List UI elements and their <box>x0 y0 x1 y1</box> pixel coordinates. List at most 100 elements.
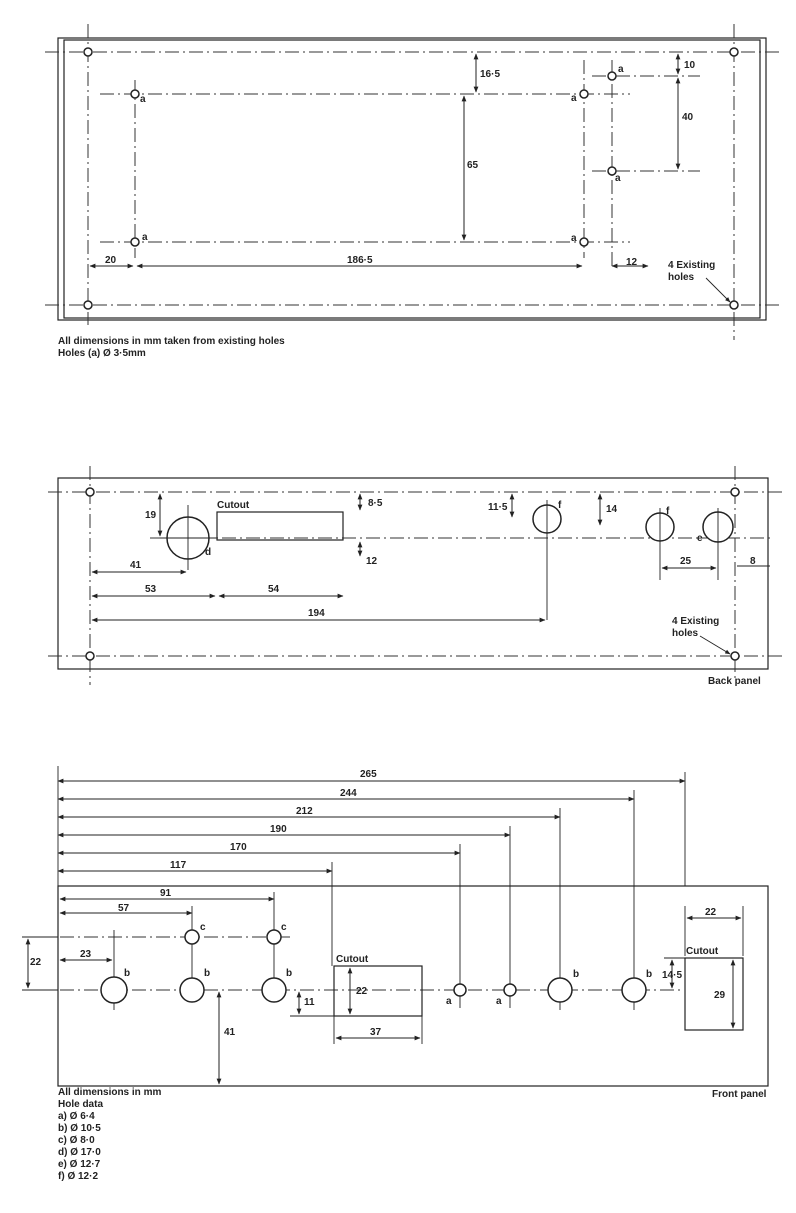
hole-b <box>547 977 573 1003</box>
hole-label: b <box>204 968 210 979</box>
back-panel-outline <box>57 477 769 670</box>
hole-b <box>261 977 287 1003</box>
dim-label: 53 <box>145 584 157 595</box>
dim-label: 265 <box>360 769 377 780</box>
dim-label: 16·5 <box>480 69 500 80</box>
dim-label: 22 <box>30 957 42 968</box>
panel-title: Back panel <box>708 676 761 687</box>
dim-label: 65 <box>467 160 479 171</box>
dim-label: 41 <box>130 560 142 571</box>
dim-label: 170 <box>230 842 247 853</box>
dim-label: 117 <box>170 860 187 871</box>
leader-line <box>705 277 731 303</box>
hole-label: a <box>571 93 577 104</box>
existing-hole <box>85 651 95 661</box>
hole-a <box>130 89 140 99</box>
dim-label: 20 <box>105 255 117 266</box>
dim-label: 22 <box>356 986 368 997</box>
hole-label: b <box>124 968 130 979</box>
dim-label: 8·5 <box>368 498 383 509</box>
dim-label: 19 <box>145 510 157 521</box>
dim-label: 12 <box>626 257 638 268</box>
existing-holes-note: 4 Existing <box>668 260 715 271</box>
existing-holes-note: holes <box>668 272 695 283</box>
hole-a <box>453 983 467 997</box>
cutout-label: Cutout <box>686 946 719 957</box>
hole-label: f <box>558 500 562 511</box>
hole-label: a <box>142 232 148 243</box>
hole-b <box>179 977 205 1003</box>
hole-c <box>266 929 282 945</box>
hole-label: b <box>286 968 292 979</box>
hole-a <box>579 237 589 247</box>
hole-label: a <box>446 996 452 1007</box>
dim-label: 10 <box>684 60 696 71</box>
top-note: Holes (a) Ø 3·5mm <box>58 348 146 359</box>
existing-hole <box>730 487 740 497</box>
hole-data-row: f) Ø 12·2 <box>58 1171 98 1182</box>
hole-a <box>607 166 617 176</box>
dim-label: 12 <box>366 556 378 567</box>
existing-hole <box>85 487 95 497</box>
dim-label: 29 <box>714 990 726 1001</box>
dim-label: 22 <box>705 907 717 918</box>
dim-label: 8 <box>750 556 756 567</box>
hole-a <box>579 89 589 99</box>
panel-title: Front panel <box>712 1089 767 1100</box>
dim-label: 23 <box>80 949 92 960</box>
dim-label: 37 <box>370 1027 382 1038</box>
hole-label: a <box>496 996 502 1007</box>
hole-label: b <box>573 969 579 980</box>
cutout-label: Cutout <box>336 954 369 965</box>
existing-hole <box>83 300 93 310</box>
hole-label: b <box>646 969 652 980</box>
dim-label: 41 <box>224 1027 236 1038</box>
dim-label: 14 <box>606 504 618 515</box>
dim-label: 14·5 <box>662 970 682 981</box>
dim-label: 91 <box>160 888 172 899</box>
existing-hole <box>729 300 739 310</box>
hole-label: c <box>200 922 206 933</box>
hole-label: c <box>281 922 287 933</box>
hole-label: a <box>140 94 146 105</box>
hole-data-row: d) Ø 17·0 <box>58 1147 101 1158</box>
hole-label: a <box>618 64 624 75</box>
top-panel-outline <box>57 37 767 321</box>
hole-data-row: b) Ø 10·5 <box>58 1123 101 1134</box>
existing-hole <box>729 47 739 57</box>
hole-data-row: c) Ø 8·0 <box>58 1135 95 1146</box>
cutout-rect <box>216 511 344 541</box>
hole-data-row: a) Ø 6·4 <box>58 1111 95 1122</box>
top-panel: a a a a a a 16·5 65 10 40 20 186·5 12 4 … <box>45 24 780 359</box>
top-note: All dimensions in mm taken from existing… <box>58 336 285 347</box>
existing-holes-note: 4 Existing <box>672 616 719 627</box>
dim-label: 57 <box>118 903 130 914</box>
cutout-rect <box>333 965 423 1017</box>
front-panel: 265 244 212 190 170 117 91 57 c c <box>22 766 769 1182</box>
hole-b <box>100 976 128 1004</box>
dim-label: 194 <box>308 608 325 619</box>
hole-label: a <box>571 233 577 244</box>
hole-a <box>607 71 617 81</box>
dim-label: 244 <box>340 788 357 799</box>
hole-label: e <box>697 533 703 544</box>
dim-label: 190 <box>270 824 287 835</box>
top-panel-inner-outline <box>63 39 761 319</box>
cutout-rect <box>684 957 744 1031</box>
hole-a <box>130 237 140 247</box>
front-panel-outline <box>57 885 769 1087</box>
front-note: Hole data <box>58 1099 103 1110</box>
dim-label: 54 <box>268 584 280 595</box>
dim-label: 212 <box>296 806 313 817</box>
cutout-label: Cutout <box>217 500 250 511</box>
dim-label: 40 <box>682 112 694 123</box>
dim-label: 11·5 <box>488 502 508 513</box>
existing-hole <box>83 47 93 57</box>
front-note: All dimensions in mm <box>58 1087 161 1098</box>
hole-a <box>503 983 517 997</box>
hole-label: d <box>205 547 211 558</box>
hole-label: a <box>615 173 621 184</box>
hole-c <box>184 929 200 945</box>
existing-hole <box>730 651 740 661</box>
